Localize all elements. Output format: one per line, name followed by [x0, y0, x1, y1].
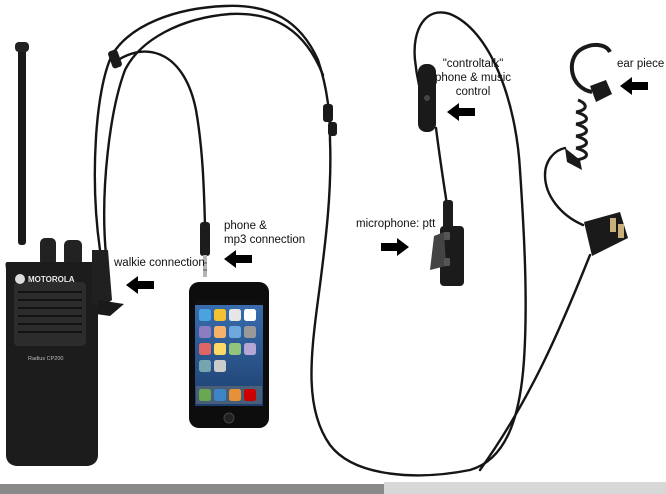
cable-harness [93, 4, 592, 477]
label-walkie-connection: walkie connection [114, 256, 205, 270]
arrow-walkie [126, 276, 154, 294]
ear-connector [584, 212, 628, 256]
motorola-logo-icon [15, 274, 25, 284]
arrow-left-icon [224, 250, 252, 268]
label-controltalk: "controltalk" phone & music control [428, 57, 518, 99]
radio-model: Radius CP200 [28, 356, 63, 362]
cable-ear-lead [478, 253, 592, 472]
arrow-phone [224, 250, 252, 268]
smartphone [189, 282, 269, 428]
controltalk-line2: phone & music [434, 72, 512, 84]
arrow-left-icon [126, 276, 154, 294]
arrow-microphone [381, 238, 409, 256]
cable-radio-trunk [93, 4, 332, 252]
ear-piece-text: ear piece [617, 58, 665, 70]
arrow-left-icon [620, 77, 648, 95]
controltalk-line3: control [455, 86, 491, 98]
phone-mp3-line1: phone & [224, 220, 267, 232]
walkie-talkie-radio: MOTOROLA Radius CP200 [5, 42, 124, 466]
radio-knob-right [64, 240, 82, 266]
controltalk-line1: "controltalk" [442, 58, 504, 70]
label-microphone-ptt: microphone: ptt [356, 217, 435, 231]
coiled-tube [575, 98, 588, 162]
phone-jack-plug [200, 222, 210, 277]
arrow-ear-piece [620, 77, 648, 95]
radio-connector [92, 250, 112, 310]
radio-knob-left [40, 238, 56, 266]
cable-main-loop [310, 11, 527, 477]
radio-brand: MOTOROLA [28, 275, 75, 284]
earpiece [565, 43, 628, 256]
bottom-bar-light [384, 482, 666, 494]
label-ear-piece: ear piece [617, 57, 664, 71]
bottom-bar [0, 484, 666, 494]
walkie-connection-text: walkie connection [114, 257, 205, 269]
microphone-ptt [430, 200, 464, 286]
radio-antenna [18, 45, 26, 245]
cable-beads [108, 49, 337, 136]
microphone-ptt-text: microphone: ptt [356, 218, 436, 230]
cable-phone-branch [116, 50, 207, 227]
cable-radio-trunk-2 [103, 12, 325, 257]
phone-home-button [223, 412, 235, 424]
arrow-left-icon [447, 103, 475, 121]
phone-mp3-line2: mp3 connection [224, 234, 306, 246]
arrow-right-icon [381, 238, 409, 256]
ear-hook [570, 43, 612, 94]
cable-ear-lead-2 [543, 146, 585, 227]
arrow-controltalk [447, 103, 475, 121]
phone-app-icons [196, 309, 262, 404]
radio-speaker-grille [14, 282, 86, 346]
cable-controltalk-to-mic [434, 126, 449, 207]
controltalk-control [418, 64, 436, 132]
label-phone-mp3-connection: phone & mp3 connection [224, 219, 305, 247]
